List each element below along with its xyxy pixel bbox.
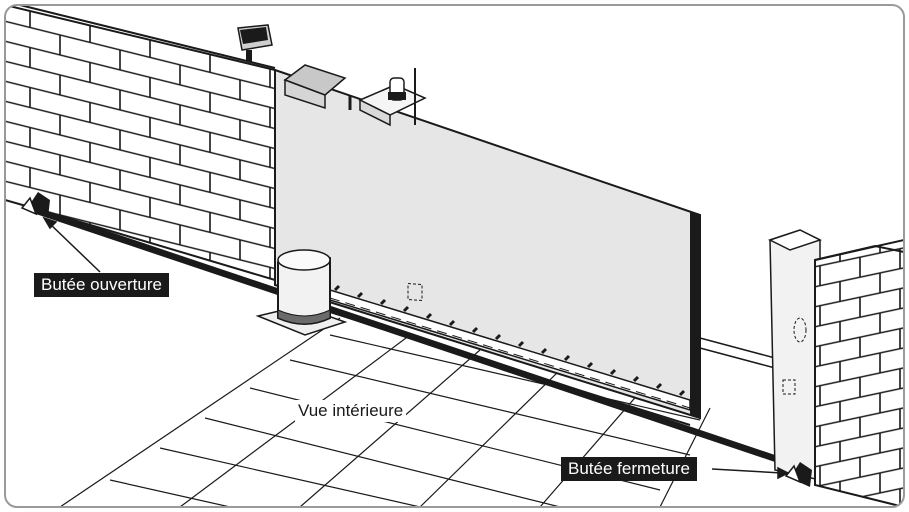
left-brick-wall (5, 5, 276, 282)
close-stop-label: Butée fermeture (561, 457, 697, 481)
warning-lamp-icon (358, 77, 427, 127)
end-stop-icon (20, 192, 50, 218)
sliding-gate (274, 68, 701, 426)
open-stop-label: Butée ouverture (34, 273, 169, 297)
paving-grid (59, 317, 711, 507)
antenna-icon (348, 68, 416, 125)
right-pillar (768, 229, 822, 481)
diagram-frame (4, 4, 905, 508)
close-stop-pointer (711, 466, 790, 480)
end-stop-icon (784, 462, 812, 487)
floodlight-icon (237, 24, 273, 62)
gate-rail (30, 205, 776, 462)
view-caption: Vue intérieure (295, 400, 407, 422)
gate-cap (283, 64, 347, 110)
open-stop-pointer (42, 216, 101, 273)
gate-motor-icon (255, 249, 348, 336)
right-brick-wall (814, 238, 904, 507)
